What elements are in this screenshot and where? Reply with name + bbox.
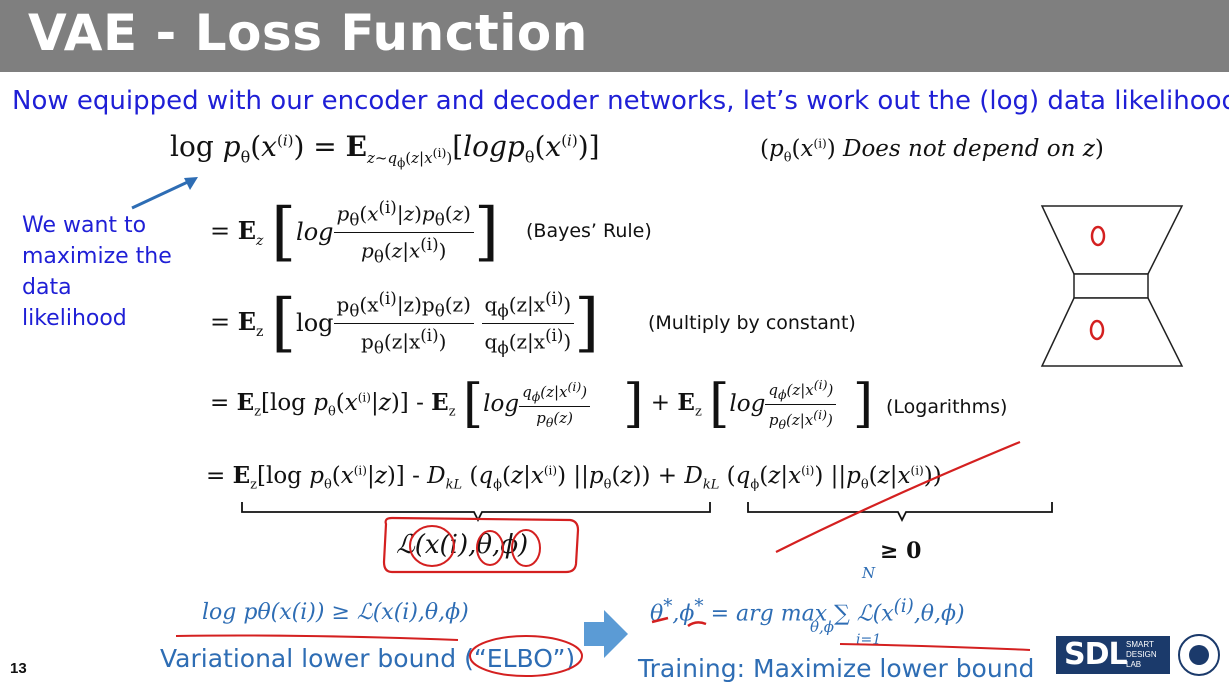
logo-subtext-3: LAB [1126,660,1142,669]
elbo-caption: Variational lower bound (“ELBO”) [160,644,576,673]
logo-subtext-2: DESIGN [1126,650,1157,659]
decoder-formula: pθ(x|z) [1082,220,1134,238]
kl-strikethrough [775,440,1021,553]
lower-bound-inequality: log pθ(x(i)) ≥ ℒ(x(i),θ,ϕ) [202,600,469,625]
sum-lower-limit: i=1 [856,632,882,648]
implication-arrow [584,610,628,658]
latent-label: z [1106,277,1114,293]
equation-line-4: = Ez[log pθ(x(i)|z)] - Ez [ log qϕ(z|x(i… [210,374,874,434]
sum-upper-limit: N [862,564,876,582]
argmax-equation: θ*,ϕ* = arg max ∑ ℒ(x(i),θ,ϕ) [650,596,965,627]
equation-line-3: = Ez [ log pθ(x(i)|z)pθ(z)pθ(z|x(i)) qϕ(… [210,286,600,360]
pointer-arrow [131,177,198,210]
equation-line-5: = Ez[log pθ(x(i)|z)] - DkL (qϕ(z|x(i)) |… [206,462,942,493]
nonnegative-label: ≥ 0 [880,538,922,564]
decoder-shape [1040,205,1184,275]
elbo-underbrace [241,502,711,523]
training-caption: Training: Maximize lower bound [638,654,1035,683]
equation-line-2: = Ez [ log pθ(x(i)|z)pθ(z)pθ(z|x(i)) ] [210,195,499,269]
encoder-label: encoder [1082,340,1144,358]
equation-line-1: log pθ(x(i)) = Ez~qϕ(z|x(i))[logpθ(x(i))… [170,130,600,170]
sdl-logo: SDL SMART DESIGN LAB [1056,636,1170,674]
side-note: We want to maximize the data likelihood [22,213,172,331]
equation-line-3-note: (Multiply by constant) [648,312,856,334]
inequality-underline [175,634,459,641]
equation-line-2-note: (Bayes’ Rule) [526,220,652,242]
decoder-label: decoder [1084,243,1146,261]
kl-underbrace [747,502,1053,523]
encoder-formula: qϕ(z|x) [1082,315,1135,333]
slide-title: VAE - Loss Function [28,4,588,62]
title-bar: VAE - Loss Function [0,0,1229,72]
page-number: 13 [10,660,27,677]
elbo-term: ℒ(x(i),θ,ϕ) [396,530,529,560]
equation-line-1-note: (pθ(x(i)) Does not depend on z) [760,136,1104,166]
equation-line-4-note: (Logarithms) [886,396,1008,418]
argmax-subscript: θ,ϕ [810,618,835,636]
logo-text: SDL [1064,637,1128,672]
intro-text: Now equipped with our encoder and decode… [12,86,1229,116]
logo-subtext-1: SMART [1126,640,1154,649]
university-seal [1178,634,1220,676]
